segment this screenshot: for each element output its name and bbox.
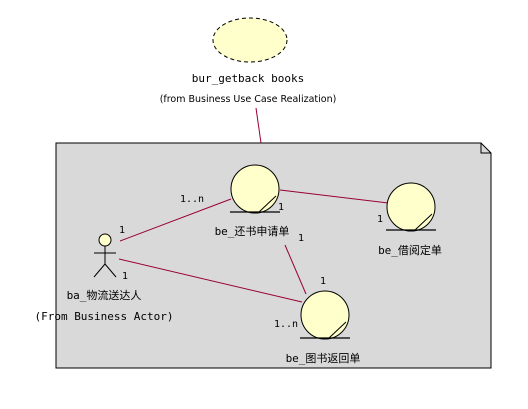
actor-name: ba_物流送达人	[67, 288, 142, 302]
use-case-from: (from Business Use Case Realization)	[160, 94, 337, 105]
package-frame[interactable]	[55, 142, 492, 369]
entity-return-request[interactable]	[230, 164, 280, 214]
mult-request-return-request: 1	[298, 233, 304, 244]
actor-figure[interactable]	[93, 233, 117, 278]
mult-actor-request-entity: 1..n	[180, 194, 204, 205]
realization-link	[255, 107, 262, 144]
package-fold	[480, 143, 491, 154]
mult-request-return-return: 1	[320, 276, 326, 287]
association-actor-request[interactable]	[119, 198, 232, 242]
association-request-return[interactable]	[284, 244, 307, 295]
entity-book-return-name: be_图书返回单	[286, 352, 361, 365]
entity-return-request-name: be_还书申请单	[215, 225, 290, 238]
mult-request-borrow-borrow: 1	[377, 214, 383, 225]
association-request-borrow[interactable]	[279, 189, 389, 204]
mult-actor-request-actor: 1	[119, 225, 125, 236]
mult-request-borrow-request: 1	[278, 202, 284, 213]
mult-actor-return-entity: 1..n	[274, 319, 298, 330]
entity-book-return[interactable]	[300, 290, 350, 340]
association-actor-return[interactable]	[118, 258, 303, 303]
entity-borrow-order-name: be_借阅定单	[378, 243, 442, 257]
use-case-name: bur_getback books	[192, 72, 305, 85]
actor-from: (From Business Actor)	[34, 310, 173, 323]
use-case-ellipse[interactable]	[212, 17, 288, 63]
mult-actor-return-actor: 1	[122, 271, 128, 282]
entity-borrow-order[interactable]	[386, 182, 436, 232]
